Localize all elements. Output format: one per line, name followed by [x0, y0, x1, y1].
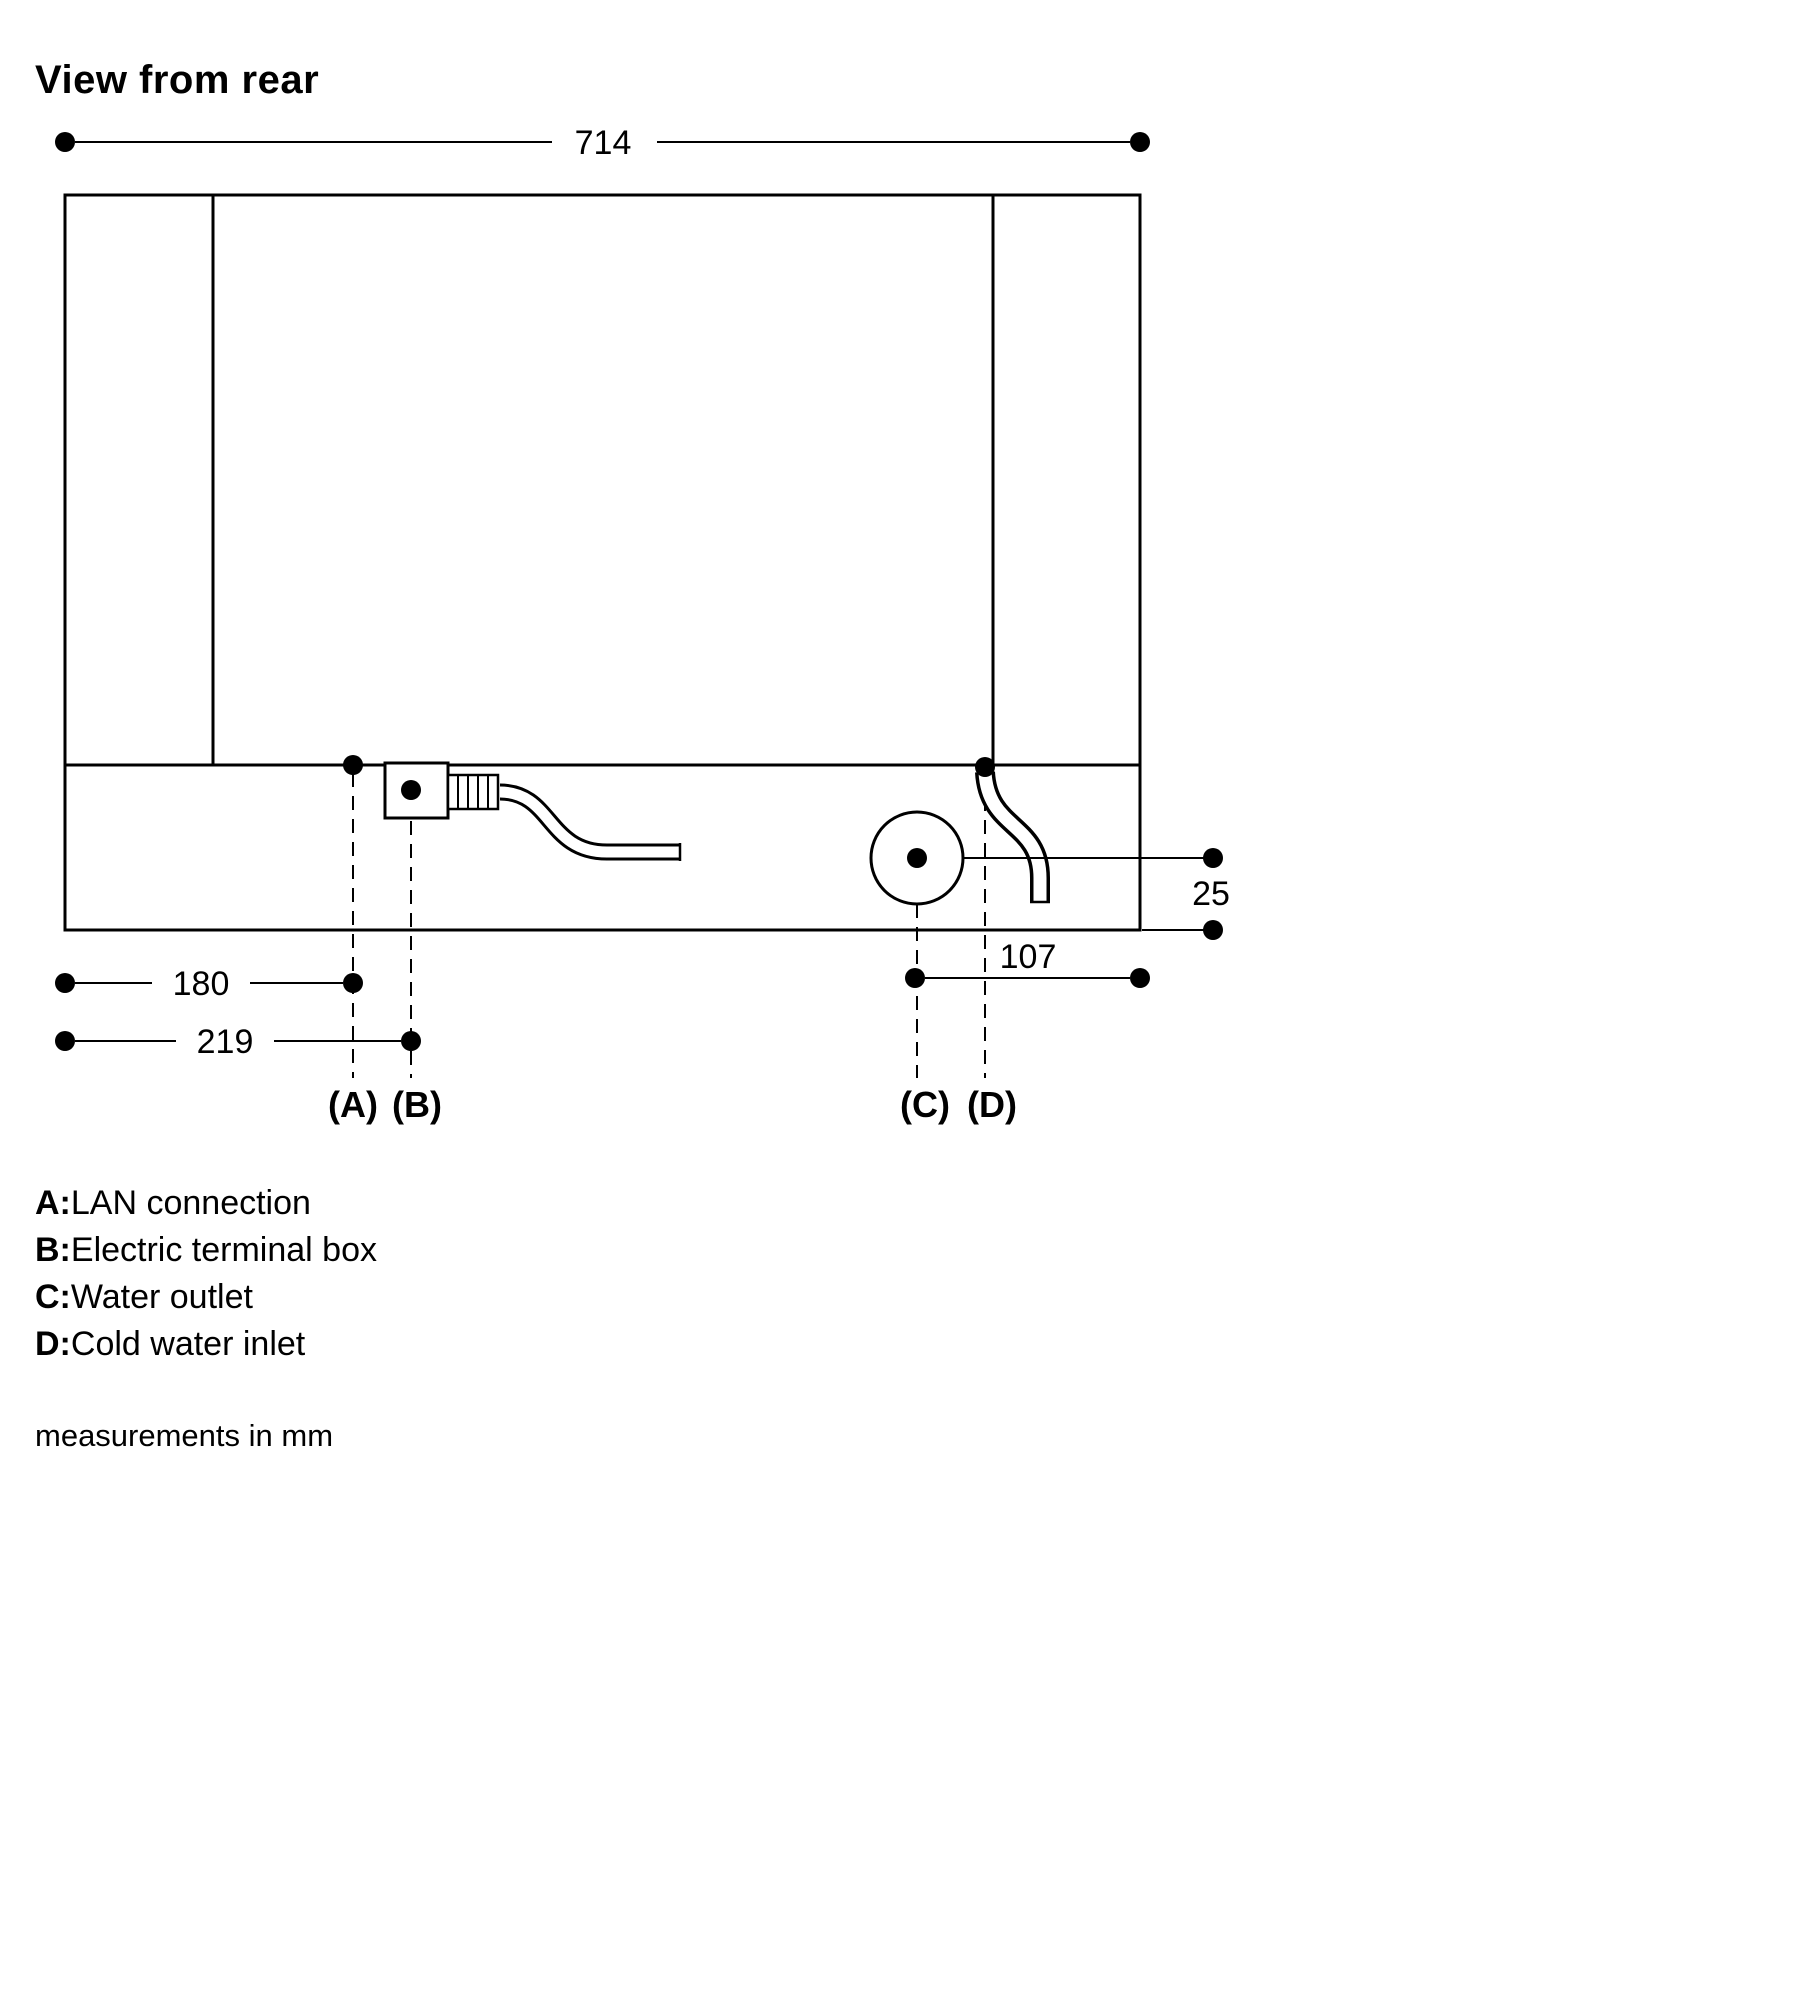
page-title: View from rear	[35, 58, 320, 102]
point-d-marker	[975, 757, 995, 777]
rear-view-diagram: 714	[55, 124, 1230, 1125]
dim-endpoint-dot	[55, 132, 75, 152]
point-b-marker	[401, 780, 421, 800]
legend-text-b: Electric terminal box	[70, 1231, 377, 1269]
dim-terminal-offset-value: 219	[197, 1023, 254, 1061]
dim-endpoint-dot	[1130, 132, 1150, 152]
dim-terminal-offset: 219	[55, 1023, 421, 1061]
dim-endpoint-dot	[343, 973, 363, 993]
point-a-marker	[343, 755, 363, 775]
legend-item-d: D:Cold water inlet	[35, 1321, 377, 1368]
legend-text-d: Cold water inlet	[70, 1325, 306, 1363]
water-outlet	[869, 810, 965, 906]
legend-item-c: C:Water outlet	[35, 1274, 377, 1321]
legend-key-b: B:	[35, 1231, 71, 1269]
dim-lan-offset-value: 180	[173, 965, 230, 1003]
projection-lines	[352, 773, 986, 1078]
legend-text-a: LAN connection	[70, 1184, 311, 1222]
dim-water-offset: 107	[905, 938, 1150, 988]
dim-endpoint-dot	[55, 1031, 75, 1051]
legend-key-d: D:	[35, 1325, 71, 1363]
dim-endpoint-dot	[401, 1031, 421, 1051]
dim-top-width-value: 714	[575, 124, 632, 162]
point-labels: (A) (B) (C) (D)	[328, 1084, 1017, 1125]
dim-endpoint-dot	[1203, 920, 1223, 940]
dim-lan-offset: 180	[55, 965, 363, 1003]
power-cable-fill	[499, 786, 680, 858]
label-c: (C)	[900, 1084, 950, 1125]
label-a: (A)	[328, 1084, 378, 1125]
hose-fill	[978, 771, 1047, 902]
dim-right-offset-value: 25	[1192, 875, 1230, 913]
dim-endpoint-dot	[1130, 968, 1150, 988]
legend-key-c: C:	[35, 1278, 71, 1316]
label-b: (B)	[392, 1084, 442, 1125]
label-d: (D)	[967, 1084, 1017, 1125]
electric-terminal-box	[383, 761, 682, 861]
dim-endpoint-dot	[55, 973, 75, 993]
legend-item-a: A:LAN connection	[35, 1180, 377, 1227]
dim-water-offset-value: 107	[1000, 938, 1057, 976]
dim-endpoint-dot	[1203, 848, 1223, 868]
appliance-outline	[63, 193, 1142, 932]
legend-text-c: Water outlet	[70, 1278, 253, 1316]
cable-connector	[446, 773, 500, 811]
measurement-unit-note: measurements in mm	[35, 1418, 334, 1453]
dim-top-width: 714	[55, 124, 1150, 162]
legend: A:LAN connection B:Electric terminal box…	[35, 1180, 377, 1368]
point-c-marker	[907, 848, 927, 868]
cold-water-inlet-hose	[975, 757, 1050, 904]
dim-endpoint-dot	[905, 968, 925, 988]
dim-right-offset: 25	[963, 848, 1230, 940]
legend-key-a: A:	[35, 1184, 71, 1222]
legend-item-b: B:Electric terminal box	[35, 1227, 377, 1274]
